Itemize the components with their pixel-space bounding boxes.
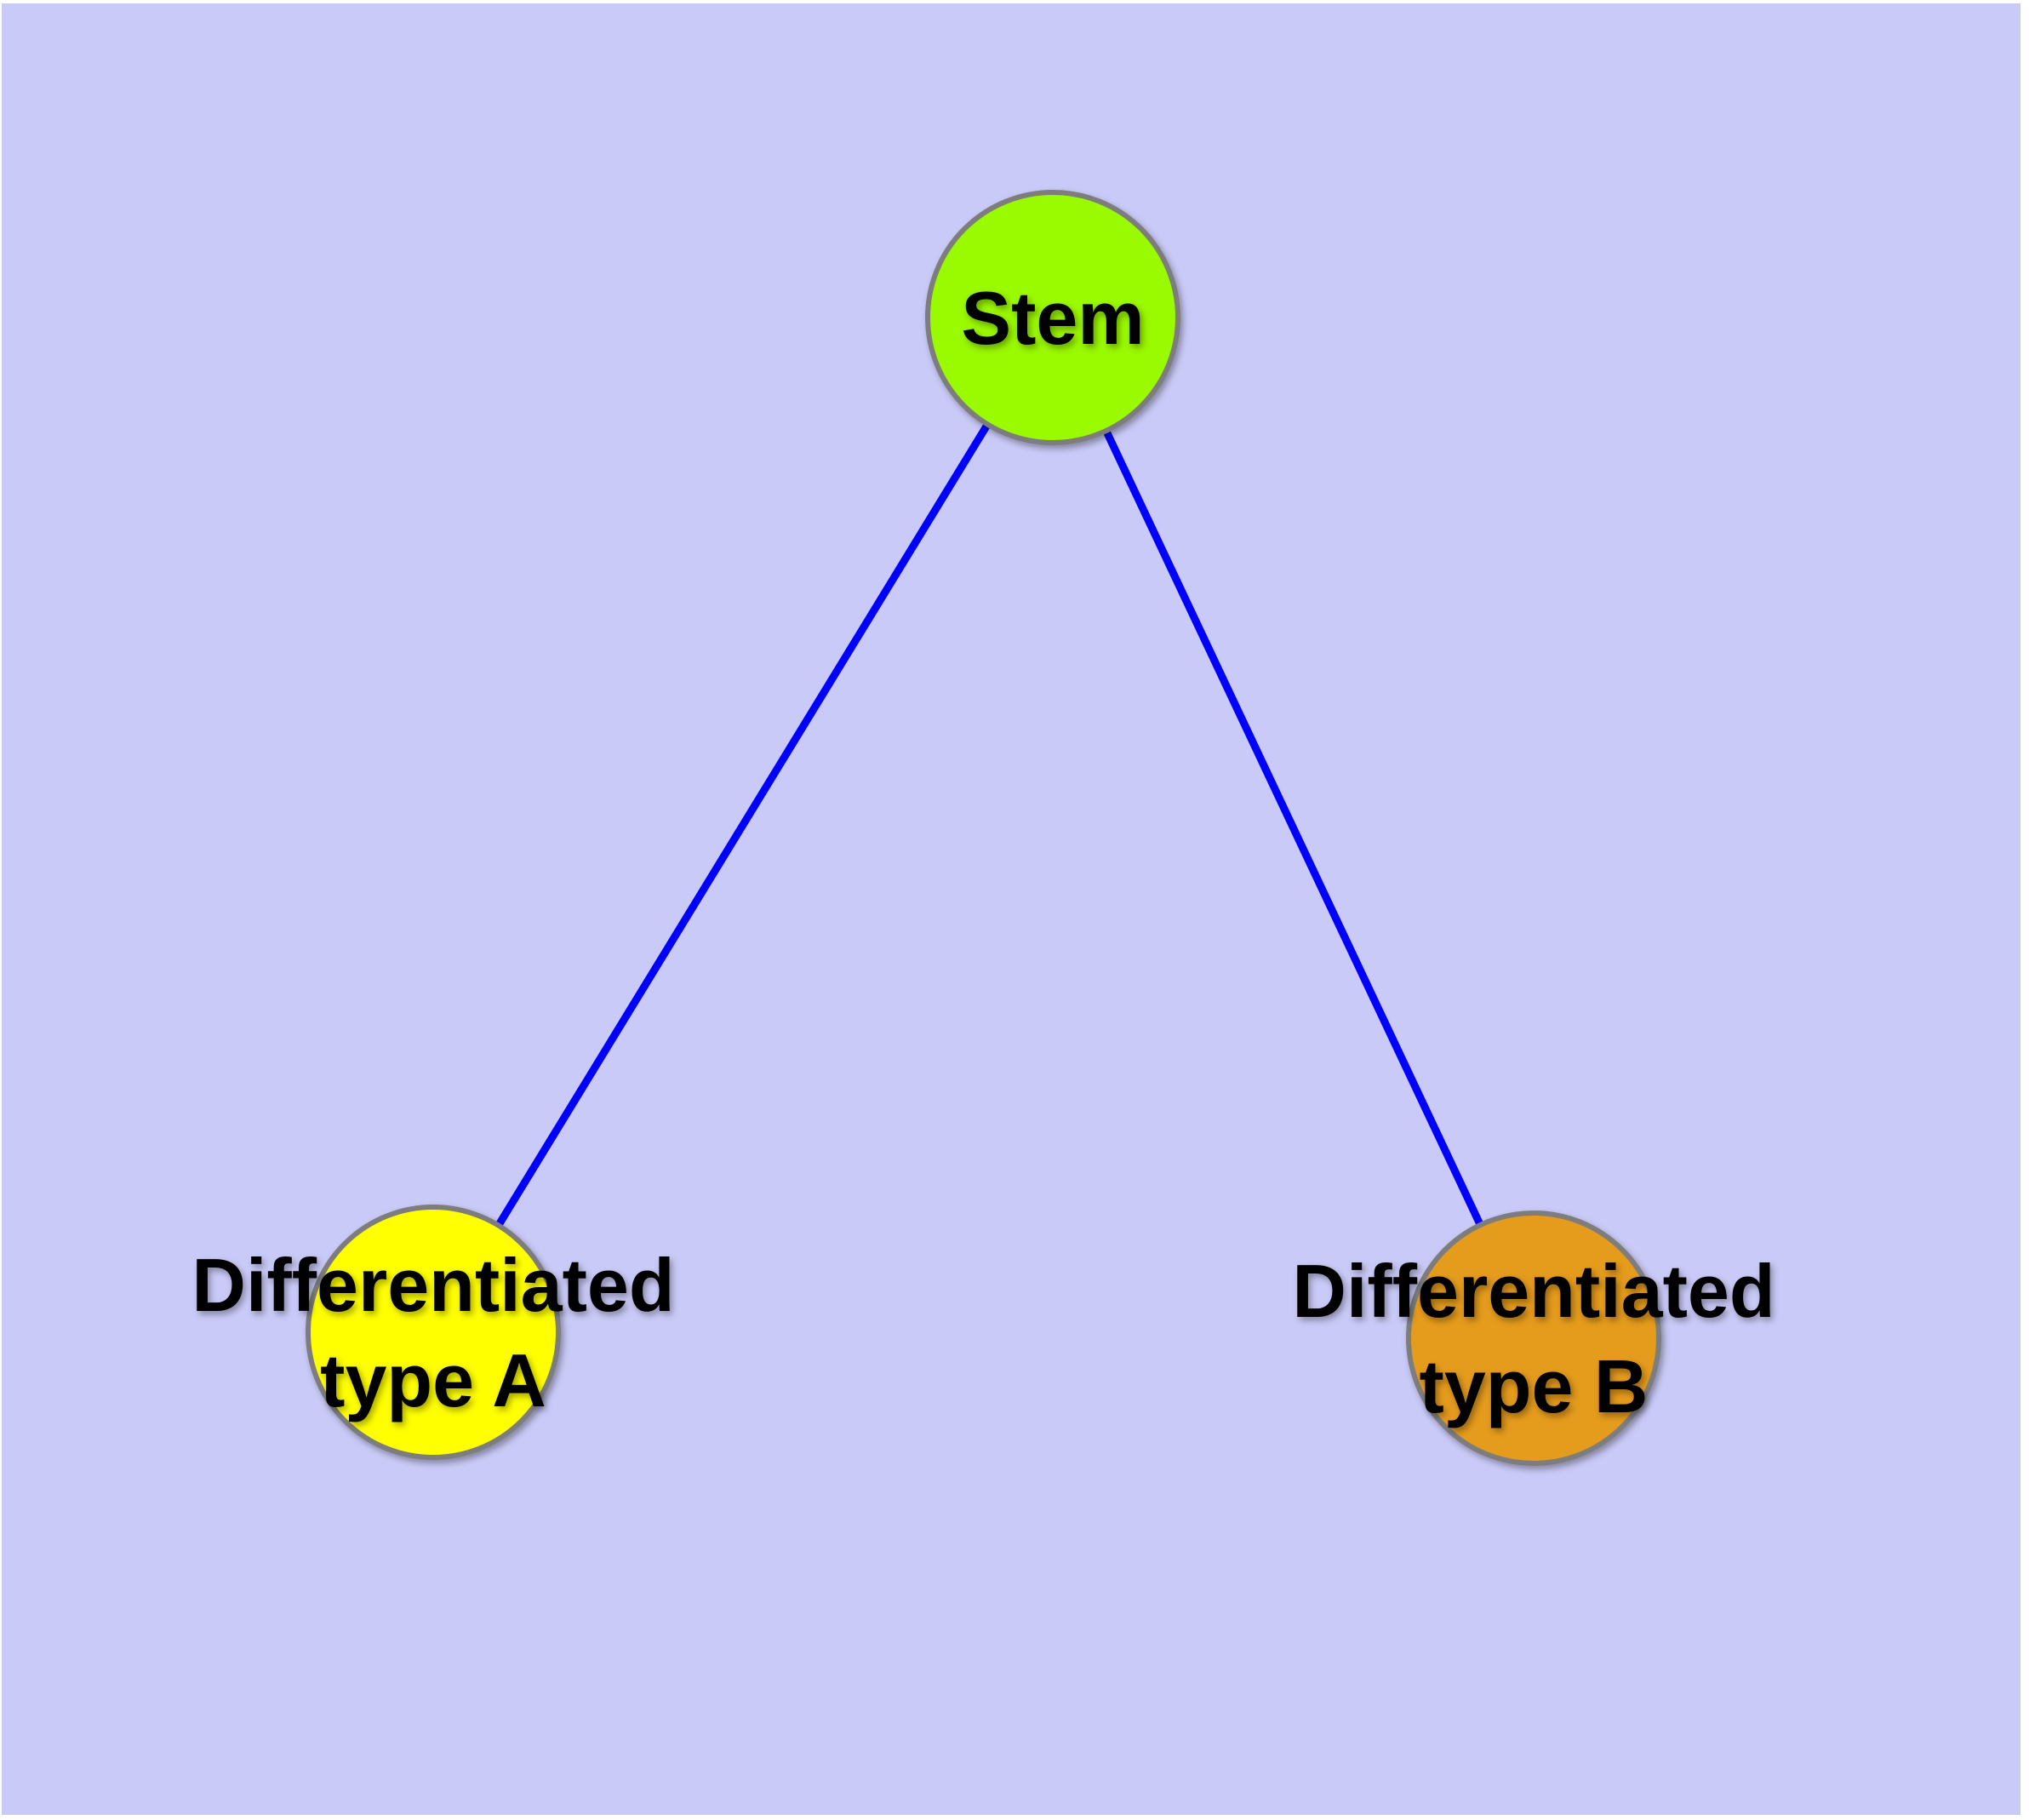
- node-differentiated-type-b-label-line2: type B: [1420, 1344, 1649, 1428]
- node-differentiated-type-b: [1406, 1210, 1661, 1466]
- node-differentiated-type-a-label-line1: Differentiated: [191, 1243, 674, 1327]
- node-layer: [306, 190, 1661, 1466]
- edge-stem-to-differentiated-type-a: [430, 315, 1056, 1335]
- edge-stem-to-differentiated-type-b: [1049, 316, 1538, 1340]
- edge-layer: [430, 315, 1538, 1340]
- node-differentiated-type-b-label-line1: Differentiated: [1292, 1249, 1775, 1333]
- node-differentiated-type-a: [306, 1205, 561, 1460]
- node-stem-label: Stem: [961, 276, 1144, 360]
- node-stem: [925, 190, 1180, 445]
- node-differentiated-type-a-label-line2: type A: [320, 1338, 546, 1422]
- label-layer: Stem Differentiated type A Differentiate…: [191, 276, 1775, 1428]
